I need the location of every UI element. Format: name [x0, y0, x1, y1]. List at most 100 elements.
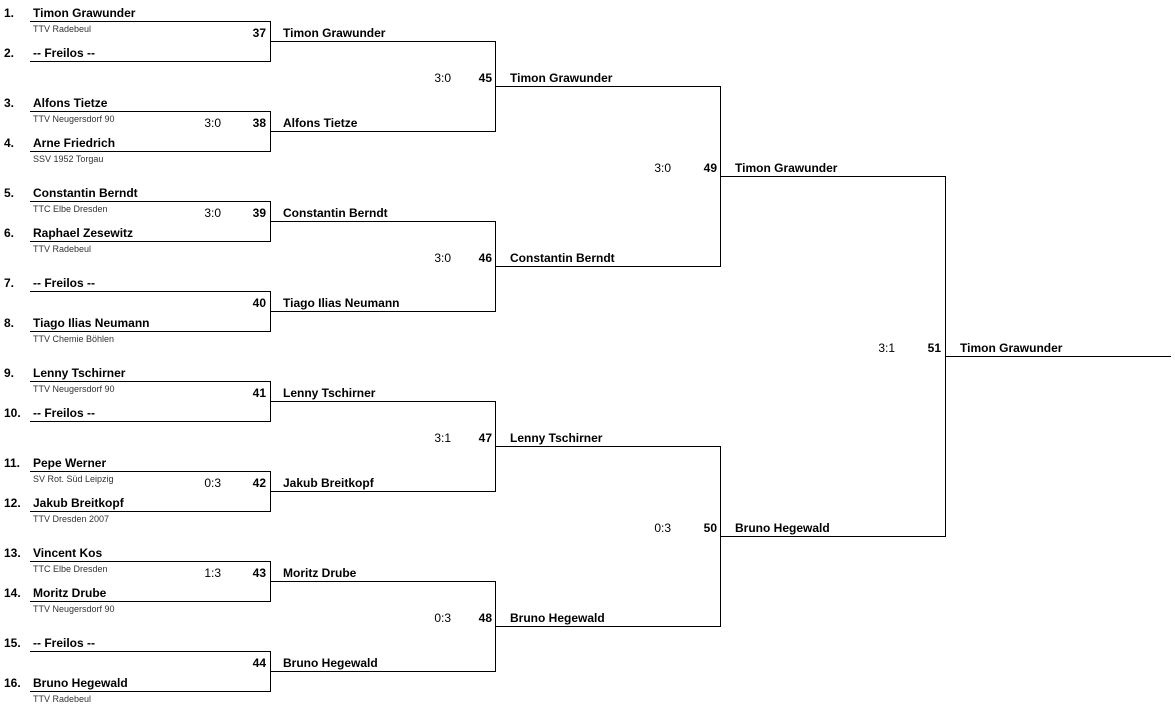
player-name: -- Freilos -- — [33, 46, 95, 60]
player-name: -- Freilos -- — [33, 406, 95, 420]
match-number: 39 — [252, 206, 266, 220]
entry-underline — [30, 331, 270, 332]
match-number: 38 — [252, 116, 266, 130]
match-score: 1:3 — [204, 566, 221, 580]
player-name: Timon Grawunder — [33, 6, 136, 20]
entry-underline — [30, 651, 270, 652]
winner-name: Jakub Breitkopf — [283, 476, 374, 490]
entry-underline — [30, 111, 270, 112]
match-number: 37 — [252, 26, 266, 40]
match-score — [180, 296, 221, 310]
player-name: Moritz Drube — [33, 586, 107, 600]
match-score — [180, 656, 221, 670]
seed-number: 1. — [4, 6, 15, 20]
champion-name: Timon Grawunder — [960, 341, 1063, 355]
match-score: 3:0 — [654, 161, 671, 175]
match-number: 50 — [703, 521, 717, 535]
seed-number: 5. — [4, 186, 15, 200]
winner-name: Constantin Berndt — [283, 206, 388, 220]
entry-underline — [30, 561, 270, 562]
match-score — [180, 26, 221, 40]
match-number: 43 — [252, 566, 266, 580]
match-number: 46 — [478, 251, 492, 265]
player-name: Pepe Werner — [33, 456, 107, 470]
winner-name: Bruno Hegewald — [283, 656, 378, 670]
winner-line — [495, 266, 720, 267]
winner-line — [495, 86, 720, 87]
seed-number: 14. — [4, 586, 21, 600]
club-name: TTC Elbe Dresden — [33, 204, 108, 214]
winner-name: Timon Grawunder — [283, 26, 386, 40]
winner-line — [720, 536, 945, 537]
player-name: Tiago Ilias Neumann — [33, 316, 150, 330]
seed-number: 9. — [4, 366, 15, 380]
seed-number: 2. — [4, 46, 15, 60]
club-name: TTV Neugersdorf 90 — [33, 384, 115, 394]
winner-name: Lenny Tschirner — [283, 386, 376, 400]
winner-line — [270, 311, 495, 312]
winner-line — [270, 41, 495, 42]
winner-line — [270, 401, 495, 402]
entry-underline — [30, 691, 270, 692]
entry-underline — [30, 601, 270, 602]
winner-line — [270, 581, 495, 582]
seed-number: 7. — [4, 276, 15, 290]
match-number: 42 — [252, 476, 266, 490]
winner-line — [495, 446, 720, 447]
entry-underline — [30, 511, 270, 512]
match-score: 0:3 — [434, 611, 451, 625]
club-name: SSV 1952 Torgau — [33, 154, 104, 164]
seed-number: 4. — [4, 136, 15, 150]
entry-underline — [30, 421, 270, 422]
champion-line — [945, 356, 1171, 357]
seed-number: 13. — [4, 546, 21, 560]
entry-underline — [30, 21, 270, 22]
player-name: Jakub Breitkopf — [33, 496, 124, 510]
match-number: 44 — [252, 656, 266, 670]
seed-number: 16. — [4, 676, 21, 690]
player-name: Lenny Tschirner — [33, 366, 126, 380]
winner-line — [720, 176, 945, 177]
match-score: 3:1 — [878, 341, 895, 355]
seed-number: 8. — [4, 316, 15, 330]
club-name: TTV Neugersdorf 90 — [33, 604, 115, 614]
winner-name: Bruno Hegewald — [510, 611, 605, 625]
match-number: 40 — [252, 296, 266, 310]
match-number: 47 — [478, 431, 492, 445]
winner-line — [270, 221, 495, 222]
match-score: 3:0 — [204, 116, 221, 130]
winner-name: Timon Grawunder — [510, 71, 613, 85]
winner-name: Timon Grawunder — [735, 161, 838, 175]
player-name: Constantin Berndt — [33, 186, 138, 200]
match-score: 3:0 — [434, 71, 451, 85]
winner-name: Alfons Tietze — [283, 116, 358, 130]
club-name: TTV Radebeul — [33, 244, 92, 254]
match-score: 0:3 — [204, 476, 221, 490]
winner-name: Moritz Drube — [283, 566, 357, 580]
seed-number: 15. — [4, 636, 21, 650]
match-number: 51 — [927, 341, 941, 355]
seed-number: 3. — [4, 96, 15, 110]
match-score — [180, 386, 221, 400]
player-name: Bruno Hegewald — [33, 676, 128, 690]
match-number: 49 — [703, 161, 717, 175]
club-name: SV Rot. Süd Leipzig — [33, 474, 114, 484]
entry-underline — [30, 61, 270, 62]
seed-number: 10. — [4, 406, 21, 420]
entry-underline — [30, 201, 270, 202]
entry-underline — [30, 471, 270, 472]
player-name: Arne Friedrich — [33, 136, 116, 150]
match-score: 3:0 — [204, 206, 221, 220]
seed-number: 11. — [4, 456, 21, 470]
match-score: 0:3 — [654, 521, 671, 535]
player-name: Alfons Tietze — [33, 96, 108, 110]
entry-underline — [30, 291, 270, 292]
match-number: 45 — [478, 71, 492, 85]
club-name: TTV Radebeul — [33, 24, 92, 34]
winner-line — [270, 131, 495, 132]
winner-name: Constantin Berndt — [510, 251, 615, 265]
winner-line — [495, 626, 720, 627]
winner-name: Tiago Ilias Neumann — [283, 296, 400, 310]
match-score: 3:0 — [434, 251, 451, 265]
